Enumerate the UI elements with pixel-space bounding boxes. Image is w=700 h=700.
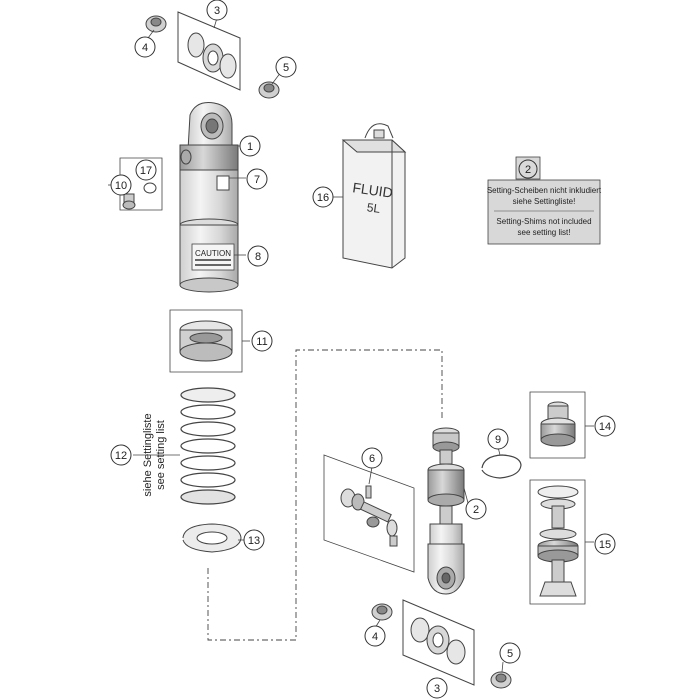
callout-label-c13: 13	[248, 535, 260, 547]
callout-label-c14: 14	[599, 421, 611, 433]
note-line-3: Setting-Shims not included	[496, 217, 591, 226]
callout-c4-bot: 4	[364, 625, 386, 647]
shock-absorber-body: CAUTION	[179, 102, 239, 293]
callout-label-c7: 7	[254, 174, 260, 186]
spring-seat-clip	[182, 523, 242, 553]
callout-label-c1: 1	[247, 141, 253, 153]
callout-label-c9: 9	[495, 434, 501, 446]
callout-label-c6: 6	[369, 453, 375, 465]
callout-c6: 6	[361, 447, 383, 469]
spring-retainer-box	[169, 309, 243, 373]
seal-kit-bottom	[402, 599, 475, 686]
callout-c12: 12	[110, 444, 132, 466]
fluid-label: FLUID	[352, 179, 394, 200]
note-line-2: siehe Settingliste!	[513, 197, 576, 206]
assembly-boundary	[207, 349, 443, 641]
callout-c14: 14	[594, 415, 616, 437]
cartridge-parts-box	[323, 454, 415, 573]
callout-c11: 11	[251, 330, 273, 352]
callout-c2: 2	[465, 498, 487, 520]
fluid-can: FLUID 5L	[341, 123, 407, 269]
note-line-4: see setting list!	[518, 228, 571, 237]
callout-c16: 16	[312, 186, 334, 208]
coil-spring	[180, 387, 236, 505]
callout-c8: 8	[247, 245, 269, 267]
callout-label-c17: 17	[140, 165, 152, 177]
callout-label-c2: 2	[473, 504, 479, 516]
callout-label-c4-top: 4	[142, 42, 148, 54]
callout-c4-top: 4	[134, 36, 156, 58]
seal-kit-top	[177, 11, 241, 91]
caution-label: CAUTION	[195, 249, 231, 258]
callout-c2-note: 2	[518, 159, 538, 179]
bushing-top-left	[145, 15, 167, 33]
callout-label-c5-top: 5	[283, 62, 289, 74]
bushing-bottom-right	[490, 671, 512, 689]
callout-c5-top: 5	[275, 56, 297, 78]
callout-c17: 17	[135, 159, 157, 181]
callout-c5-bot: 5	[499, 642, 521, 664]
bushing-bottom-left	[371, 603, 393, 621]
bushing-top-right	[258, 81, 280, 99]
callout-c15: 15	[594, 533, 616, 555]
callout-c7: 7	[246, 168, 268, 190]
callout-label-c10: 10	[115, 180, 127, 192]
callout-label-c2-note: 2	[525, 164, 531, 176]
callout-label-c11: 11	[256, 336, 267, 348]
damper-rod-assembly	[427, 427, 465, 595]
callout-label-c3-bot: 3	[434, 683, 440, 695]
callout-c1: 1	[239, 135, 261, 157]
fluid-volume: 5L	[366, 200, 381, 216]
callout-label-c12: 12	[115, 450, 127, 462]
setting-shims-note: Setting-Scheiben nicht inkludiert siehe …	[487, 179, 602, 245]
note-line-1: Setting-Scheiben nicht inkludiert	[487, 186, 602, 195]
callout-label-c15: 15	[599, 539, 611, 551]
callout-label-c4-bot: 4	[372, 631, 378, 643]
circlip	[481, 454, 522, 479]
callout-c3-bot: 3	[426, 677, 448, 699]
callout-c3-top: 3	[206, 0, 228, 21]
callout-c10: 10	[110, 174, 132, 196]
callout-c13: 13	[243, 529, 265, 551]
shim-stack-box	[529, 479, 586, 605]
piston-parts-box	[529, 391, 586, 459]
callout-label-c5-bot: 5	[507, 648, 513, 660]
callout-label-c16: 16	[317, 192, 329, 204]
callout-label-c8: 8	[255, 251, 261, 263]
callout-c9: 9	[487, 428, 509, 450]
callout-label-c3-top: 3	[214, 5, 220, 17]
